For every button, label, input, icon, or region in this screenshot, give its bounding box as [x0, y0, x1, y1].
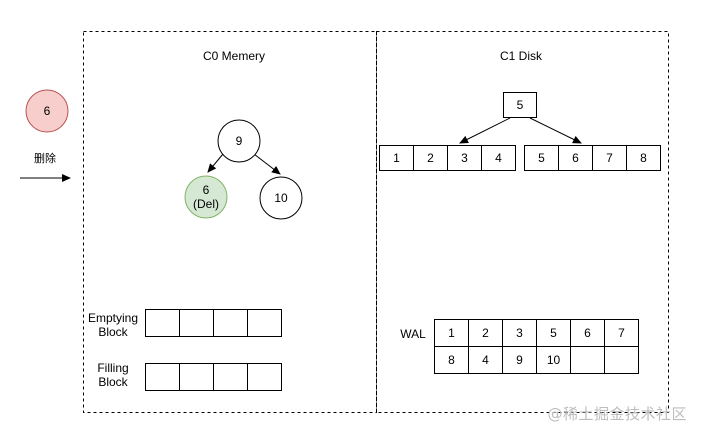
tree-left-value: 6	[203, 183, 210, 197]
emptying-block-label-1: Emptying	[88, 311, 138, 325]
btree-left-leaf-cell-value: 3	[461, 151, 468, 165]
wal-row-1-cell-value: 4	[482, 353, 489, 367]
wal-row-0-cell	[468, 319, 503, 347]
filling-block	[145, 363, 282, 391]
wal-row-1-cell-value: 8	[448, 353, 455, 367]
filling-block-label-2: Block	[98, 375, 128, 389]
memory-panel-border	[83, 31, 377, 413]
btree-right-leaf: 5 6 7 8	[524, 145, 661, 171]
wal-row-0-cell-value: 2	[482, 326, 489, 340]
wal-row-0-cell	[604, 319, 639, 347]
wal-row-1-cell	[468, 346, 503, 374]
watermark: @稀土掘金技术社区	[547, 405, 687, 423]
btree-left-leaf-cell-value: 4	[495, 151, 502, 165]
tree-root-value: 9	[236, 134, 243, 148]
btree-right-leaf-cell-value: 7	[606, 151, 613, 165]
disk-panel-title: C1 Disk	[500, 49, 543, 63]
disk-panel-border	[376, 31, 669, 413]
tree-root-node	[217, 119, 261, 163]
delete-node-value: 6	[44, 104, 51, 118]
delete-action-label: 删除	[34, 151, 56, 165]
btree-edge-right	[529, 117, 582, 144]
emptying-block-cell	[145, 309, 180, 337]
btree-right-leaf-cell	[592, 145, 627, 171]
tree-edge-right	[253, 153, 281, 175]
filling-block-label-1: Filling	[97, 361, 128, 375]
tree-left-note: (Del)	[193, 197, 219, 211]
filling-block-cell	[179, 363, 214, 391]
wal-row-0-cell-value: 3	[516, 326, 523, 340]
wal-row-1-cell	[604, 346, 639, 374]
wal-row-1-cell-value: 9	[516, 353, 523, 367]
wal-row-0-cell	[434, 319, 469, 347]
tree-edge-left	[207, 153, 224, 173]
tree-left-node-deleted	[184, 175, 228, 219]
btree-right-leaf-cell-value: 5	[538, 151, 545, 165]
wal-row-1-cell	[502, 346, 537, 374]
filling-block-cell	[145, 363, 180, 391]
wal-table: 1 2 3 5 6 7 8 4 9 10	[434, 319, 639, 374]
emptying-block-cell	[247, 309, 282, 337]
btree-root-key: 5	[517, 98, 524, 112]
tree-right-value: 10	[274, 191, 288, 205]
wal-row-1-cell-value: 10	[547, 353, 561, 367]
btree-edge-left	[459, 117, 511, 144]
btree-right-leaf-cell-value: 8	[640, 151, 647, 165]
btree-left-leaf-cell	[481, 145, 516, 171]
wal-row-0-cell-value: 6	[584, 326, 591, 340]
emptying-block-label-2: Block	[98, 325, 128, 339]
wal-row-0-cell-value: 7	[618, 326, 625, 340]
btree-root-box	[503, 92, 537, 118]
emptying-block-cell	[179, 309, 214, 337]
btree-left-leaf: 1 2 3 4	[379, 145, 516, 171]
wal-row-0-cell	[502, 319, 537, 347]
btree-right-leaf-cell	[524, 145, 559, 171]
filling-block-cell	[213, 363, 248, 391]
btree-right-leaf-cell	[558, 145, 593, 171]
wal-row-1-cell	[570, 346, 605, 374]
wal-row-0-cell-value: 1	[448, 326, 455, 340]
emptying-block-cell	[213, 309, 248, 337]
btree-left-leaf-cell-value: 1	[393, 151, 400, 165]
btree-right-leaf-cell	[626, 145, 661, 171]
filling-block-cell	[247, 363, 282, 391]
memory-panel-title: C0 Memery	[203, 49, 265, 63]
delete-node	[25, 89, 69, 133]
wal-row-0-cell-value: 5	[550, 326, 557, 340]
wal-row-1-cell	[434, 346, 469, 374]
emptying-block	[145, 309, 282, 337]
btree-right-leaf-cell-value: 6	[572, 151, 579, 165]
tree-right-node	[259, 176, 303, 220]
wal-label: WAL	[400, 327, 426, 341]
btree-left-leaf-cell-value: 2	[427, 151, 434, 165]
